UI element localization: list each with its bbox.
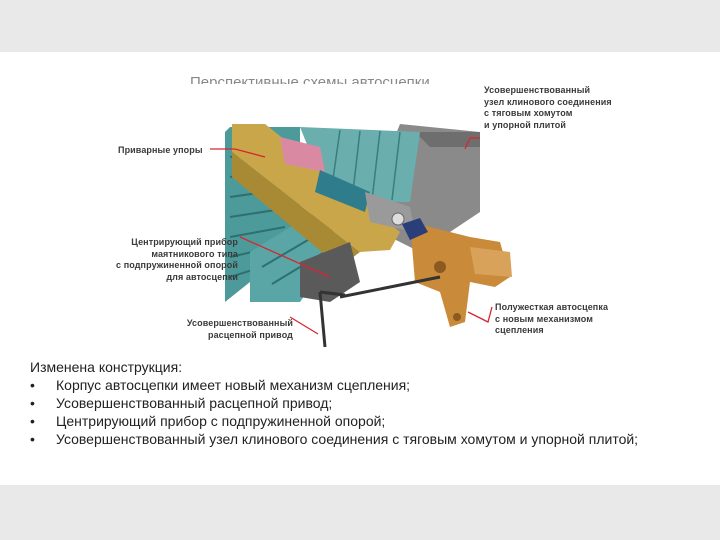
changes-text: Изменена конструкция: • Корпус автосцепк… <box>30 358 690 448</box>
coupler-illustration <box>210 124 512 348</box>
callout-welded-stops: Приварные упоры <box>118 145 203 155</box>
list-item-text: Центрирующий прибор с подпружиненной опо… <box>56 413 386 429</box>
list-item-text: Усовершенствованный расцепной привод; <box>56 395 333 411</box>
leader-centering <box>239 236 331 278</box>
bullet-marker: • <box>30 431 35 447</box>
list-item-text: Усовершенствованный узел клинового соеди… <box>56 431 639 447</box>
bullet-marker: • <box>30 377 35 393</box>
release-lever-pivot <box>402 218 428 240</box>
release-rod <box>339 275 441 299</box>
slide-title-partial: Перспективные схемы автосцепки <box>190 74 430 84</box>
bullet-marker: • <box>30 395 35 411</box>
leader-wedge-unit <box>464 137 480 150</box>
wedge-pin <box>391 212 405 226</box>
list-item: • Центрирующий прибор с подпружиненной о… <box>30 412 690 430</box>
coupler-head <box>410 222 510 327</box>
coupler-bolt-2 <box>453 313 461 321</box>
bullet-marker: • <box>30 413 35 429</box>
list-item: • Корпус автосцепки имеет новый механизм… <box>30 376 690 394</box>
draft-gear <box>315 170 370 212</box>
coupler-jaw <box>470 247 512 277</box>
list-item: • Усовершенствованный расцепной привод; <box>30 394 690 412</box>
coupler-diagram: Перспективные схемы автосцепки <box>0 52 720 352</box>
callout-semi-rigid-coupler: Полужесткая автосцепка с новым механизмо… <box>495 302 609 335</box>
list-item: • Усовершенствованный узел клинового сое… <box>30 430 690 448</box>
leader-semi-rigid <box>467 306 493 323</box>
centering-support <box>300 242 360 302</box>
coupler-bolt <box>434 261 446 273</box>
leader-lines <box>210 137 493 335</box>
callout-centering-device: Центрирующий прибор маятникового типа с … <box>116 237 238 282</box>
wagon-body-top <box>415 132 480 147</box>
callout-wedge-unit: Усовершенствованный узел клинового соеди… <box>484 85 612 130</box>
center-beam-side <box>232 152 360 267</box>
changes-list: • Корпус автосцепки имеет новый механизм… <box>30 376 690 448</box>
callout-release-drive: Усовершенствованный расцепной привод <box>186 318 293 340</box>
release-handle <box>318 291 327 348</box>
changes-heading: Изменена конструкция: <box>30 359 183 375</box>
list-item-text: Корпус автосцепки имеет новый механизм с… <box>56 377 411 393</box>
leader-release-drive <box>289 316 319 335</box>
slide: Перспективные схемы автосцепки <box>0 52 720 485</box>
welded-stop-part <box>280 137 325 172</box>
